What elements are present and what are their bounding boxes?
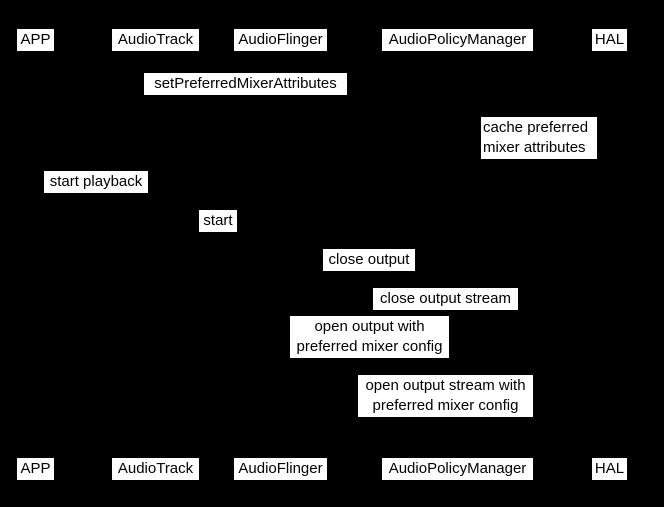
participant-label: AudioPolicyManager — [388, 460, 527, 477]
participant-label: APP — [20, 460, 51, 477]
participant-label: HAL — [594, 31, 625, 48]
message-label-open-output-with-preferred-mixer-config: open output with preferred mixer config — [290, 316, 449, 358]
message-line: setPreferredMixerAttributes — [154, 75, 337, 92]
message-line: preferred mixer config — [372, 397, 519, 414]
message-line: start — [203, 212, 233, 229]
message-line: open output stream with — [365, 377, 526, 394]
participant-bottom-audiopolicymanager[interactable]: AudioPolicyManager — [382, 458, 533, 480]
message-line: close output — [328, 251, 410, 268]
message-arrow-8 — [457, 417, 609, 418]
participant-label: AudioTrack — [117, 460, 194, 477]
participant-top-audiotrack[interactable]: AudioTrack — [112, 29, 199, 51]
participant-bottom-audiotrack[interactable]: AudioTrack — [112, 458, 199, 480]
message-label-close-output-stream: close output stream — [373, 288, 518, 310]
lifeline-app — [35, 52, 36, 455]
message-label-open-output-stream-with-preferred-mixer-config: open output stream with preferred mixer … — [358, 375, 533, 417]
message-label-start-playback: start playback — [44, 171, 148, 193]
message-arrow-7 — [280, 358, 457, 359]
participant-label: AudioPolicyManager — [388, 31, 527, 48]
participant-label: AudioFlinger — [238, 31, 323, 48]
participant-label: AudioTrack — [117, 31, 194, 48]
participant-top-audioflinger[interactable]: AudioFlinger — [234, 29, 327, 51]
message-line: cache preferred — [483, 119, 589, 136]
message-arrow-6 — [457, 311, 609, 312]
message-label-set-preferred-mixer-attributes: setPreferredMixerAttributes — [144, 73, 347, 95]
participant-bottom-audioflinger[interactable]: AudioFlinger — [234, 458, 327, 480]
message-arrow-4 — [155, 233, 280, 234]
message-arrow-2 — [457, 158, 497, 159]
participant-bottom-app[interactable]: APP — [17, 458, 54, 480]
message-line: mixer attributes — [483, 139, 586, 156]
participant-bottom-hal[interactable]: HAL — [592, 458, 627, 480]
message-label-close-output: close output — [323, 249, 415, 271]
participant-top-app[interactable]: APP — [17, 29, 54, 51]
message-arrow-3 — [35, 194, 155, 195]
lifeline-hal — [609, 52, 610, 455]
message-line: open output with — [314, 318, 425, 335]
participant-label: AudioFlinger — [238, 460, 323, 477]
participant-label: APP — [20, 31, 51, 48]
lifeline-audioflinger — [280, 52, 281, 455]
message-line: preferred mixer config — [296, 338, 443, 355]
lifeline-audiotrack — [155, 52, 156, 455]
lifeline-audiopolicymanager — [457, 52, 458, 455]
participant-top-audiopolicymanager[interactable]: AudioPolicyManager — [382, 29, 533, 51]
message-label-start: start — [199, 210, 237, 232]
message-arrow-5 — [280, 272, 457, 273]
participant-top-hal[interactable]: HAL — [592, 29, 627, 51]
message-line: close output stream — [380, 290, 511, 307]
message-arrow-1 — [155, 96, 457, 97]
message-label-cache-preferred-mixer-attributes: cache preferred mixer attributes — [481, 117, 597, 159]
message-line: start playback — [49, 173, 143, 190]
participant-label: HAL — [594, 460, 625, 477]
